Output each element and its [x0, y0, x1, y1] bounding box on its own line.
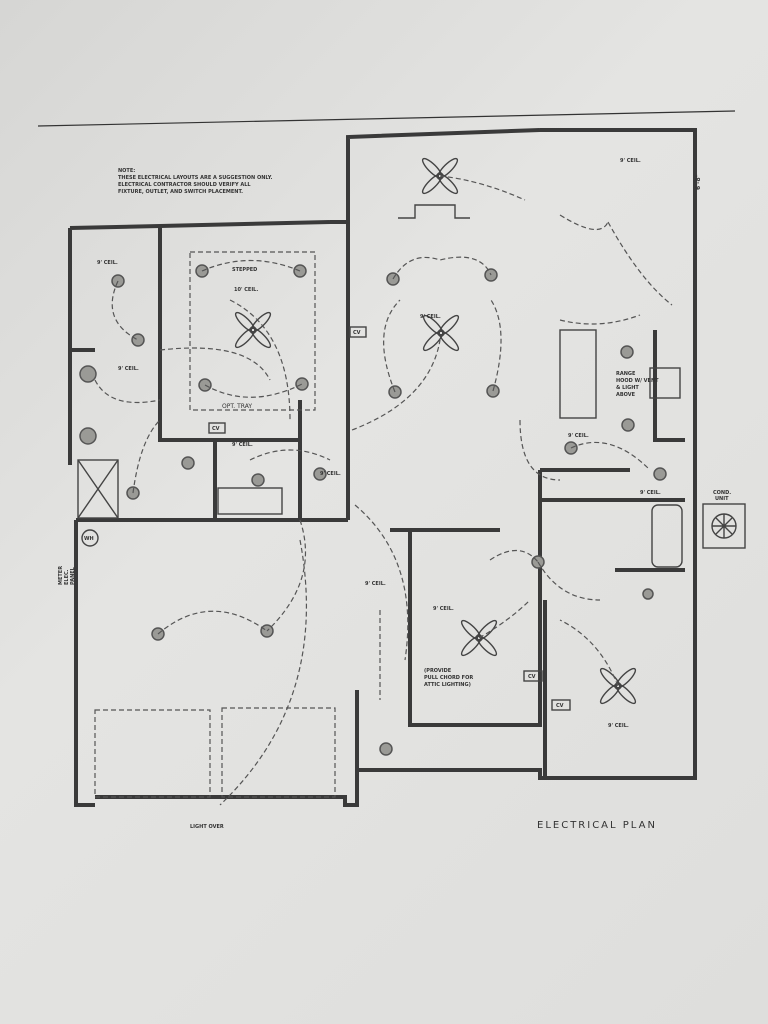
wiring-runs — [94, 175, 673, 806]
washer-dryer — [217, 487, 283, 515]
svg-text:OPT. TRAY: OPT. TRAY — [222, 403, 252, 410]
fan-icon — [234, 311, 272, 349]
note-line: THESE ELECTRICAL LAYOUTS ARE A SUGGESTIO… — [118, 175, 273, 181]
svg-text:ELEC.: ELEC. — [64, 569, 70, 585]
fireplace — [398, 204, 470, 219]
fan-icon — [422, 314, 460, 352]
recessed-lights — [79, 264, 667, 756]
bathtub — [651, 504, 683, 568]
note-line: FIXTURE, OUTLET, AND SWITCH PLACEMENT. — [118, 189, 243, 195]
svg-text:(PROVIDE: (PROVIDE — [424, 668, 452, 674]
svg-text:9' CEIL.: 9' CEIL. — [232, 442, 253, 448]
svg-text:ATTIC LIGHTING): ATTIC LIGHTING) — [424, 682, 471, 688]
svg-text:9' CEIL.: 9' CEIL. — [320, 471, 341, 477]
svg-text:RANGE: RANGE — [616, 371, 636, 377]
svg-text:9' CEIL.: 9' CEIL. — [620, 158, 641, 164]
svg-text:CV: CV — [353, 330, 361, 336]
svg-text:9' CEIL.: 9' CEIL. — [97, 260, 118, 266]
note-block: NOTE: THESE ELECTRICAL LAYOUTS ARE A SUG… — [118, 168, 273, 195]
walls — [68, 128, 697, 807]
svg-text:CV: CV — [528, 674, 536, 680]
garage-doors — [94, 707, 336, 798]
svg-text:UNIT: UNIT — [715, 496, 729, 502]
svg-text:9' CEIL.: 9' CEIL. — [420, 314, 441, 320]
title-rule — [37, 110, 736, 127]
svg-text:LIGHT OVER: LIGHT OVER — [190, 824, 224, 830]
svg-text:CV: CV — [212, 426, 220, 432]
kitchen-island — [559, 329, 597, 419]
note-heading: NOTE: — [118, 168, 135, 174]
svg-text:10' CEIL.: 10' CEIL. — [234, 287, 258, 293]
ceiling-fans — [234, 157, 637, 705]
water-heater-closet — [77, 459, 119, 519]
svg-text:CV: CV — [556, 703, 564, 709]
svg-text:9' CEIL.: 9' CEIL. — [118, 366, 139, 372]
svg-text:9' CEIL.: 9' CEIL. — [608, 723, 629, 729]
svg-text:6'-8": 6'-8" — [695, 174, 702, 190]
room-labels: 9' CEIL. 9' CEIL. 9' CEIL. STEPPED 10' C… — [58, 158, 702, 830]
svg-text:& LIGHT: & LIGHT — [616, 385, 639, 391]
svg-text:PANEL: PANEL — [70, 566, 76, 585]
svg-text:HOOD W/ VENT: HOOD W/ VENT — [616, 378, 659, 384]
drawing-title: ELECTRICAL PLAN — [537, 820, 657, 831]
svg-text:METER: METER — [58, 566, 64, 585]
note-line: ELECTRICAL CONTRACTOR SHOULD VERIFY ALL — [118, 182, 251, 188]
svg-text:9' CEIL.: 9' CEIL. — [640, 490, 661, 496]
svg-text:PULL CHORD FOR: PULL CHORD FOR — [424, 675, 473, 681]
tray-ceiling-outline — [189, 251, 316, 411]
svg-text:9' CEIL.: 9' CEIL. — [365, 581, 386, 587]
svg-text:9' CEIL.: 9' CEIL. — [433, 606, 454, 612]
svg-text:WH: WH — [84, 536, 94, 542]
svg-text:ABOVE: ABOVE — [616, 392, 636, 398]
fan-icon — [460, 619, 498, 657]
svg-text:COND.: COND. — [713, 490, 731, 496]
svg-text:9' CEIL.: 9' CEIL. — [568, 433, 589, 439]
range — [649, 367, 681, 399]
condensing-unit: COND. UNIT — [702, 490, 746, 549]
svg-text:STEPPED: STEPPED — [232, 267, 257, 273]
